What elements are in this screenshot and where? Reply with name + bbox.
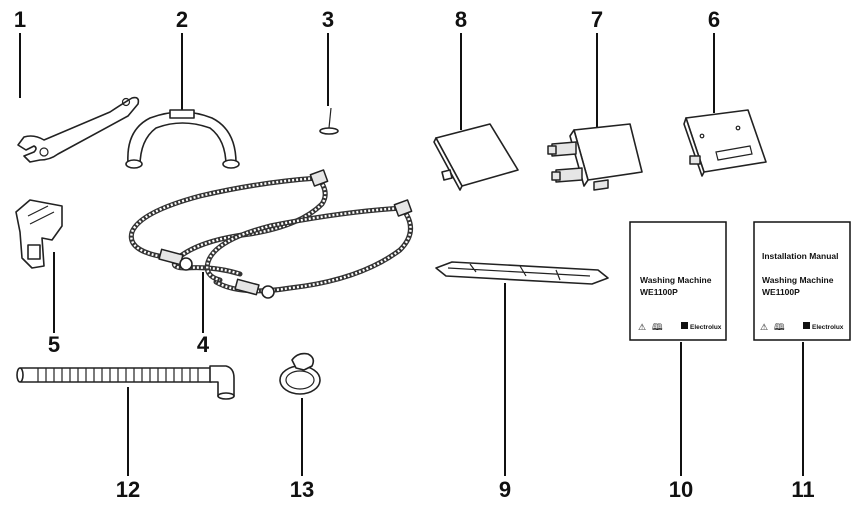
drain-hose-part <box>16 365 235 400</box>
cover-plate-8-part <box>433 123 519 191</box>
manual-10-brand: Electrolux <box>690 324 722 331</box>
manual-10: Washing Machine WE1100P ⚠ 🕮 Electrolux <box>629 221 727 341</box>
electrolux-logo-icon <box>681 322 688 329</box>
label-6: 6 <box>708 7 720 32</box>
warning-icon: ⚠ <box>760 323 768 333</box>
label-10: 10 <box>669 477 693 502</box>
label-11: 11 <box>791 477 814 502</box>
manual-11: Installation Manual Washing Machine WE11… <box>753 221 851 341</box>
label-4: 4 <box>197 332 210 357</box>
cover-plate-7-part <box>547 123 643 191</box>
manual-11-line2: WE1100P <box>762 287 800 297</box>
label-5: 5 <box>48 332 60 357</box>
book-icon: 🕮 <box>774 323 785 333</box>
manual-11-line1: Washing Machine <box>762 275 834 285</box>
manual-10-line1: Washing Machine <box>640 275 712 285</box>
label-8: 8 <box>455 7 467 32</box>
manual-11-title: Installation Manual <box>762 251 839 261</box>
label-2: 2 <box>176 7 188 32</box>
manual-10-line2: WE1100P <box>640 287 678 297</box>
leader-lines <box>19 33 804 476</box>
key-part <box>15 199 63 269</box>
electrolux-logo-icon <box>803 322 810 329</box>
plug-pin-part <box>319 107 339 135</box>
warning-icon: ⚠ <box>638 323 646 333</box>
cover-plate-6-part <box>683 109 767 177</box>
label-13: 13 <box>290 477 314 502</box>
label-7: 7 <box>591 7 603 32</box>
base-sheet-part <box>435 261 609 285</box>
label-3: 3 <box>322 7 334 32</box>
label-9: 9 <box>499 477 511 502</box>
inlet-hoses-part <box>128 169 413 299</box>
hose-clamp-part <box>279 352 321 395</box>
u-support-part <box>125 109 240 169</box>
label-1: 1 <box>14 7 26 32</box>
label-12: 12 <box>116 477 140 502</box>
book-icon: 🕮 <box>652 323 663 333</box>
wrench-part <box>17 96 140 163</box>
manual-11-brand: Electrolux <box>812 324 844 331</box>
